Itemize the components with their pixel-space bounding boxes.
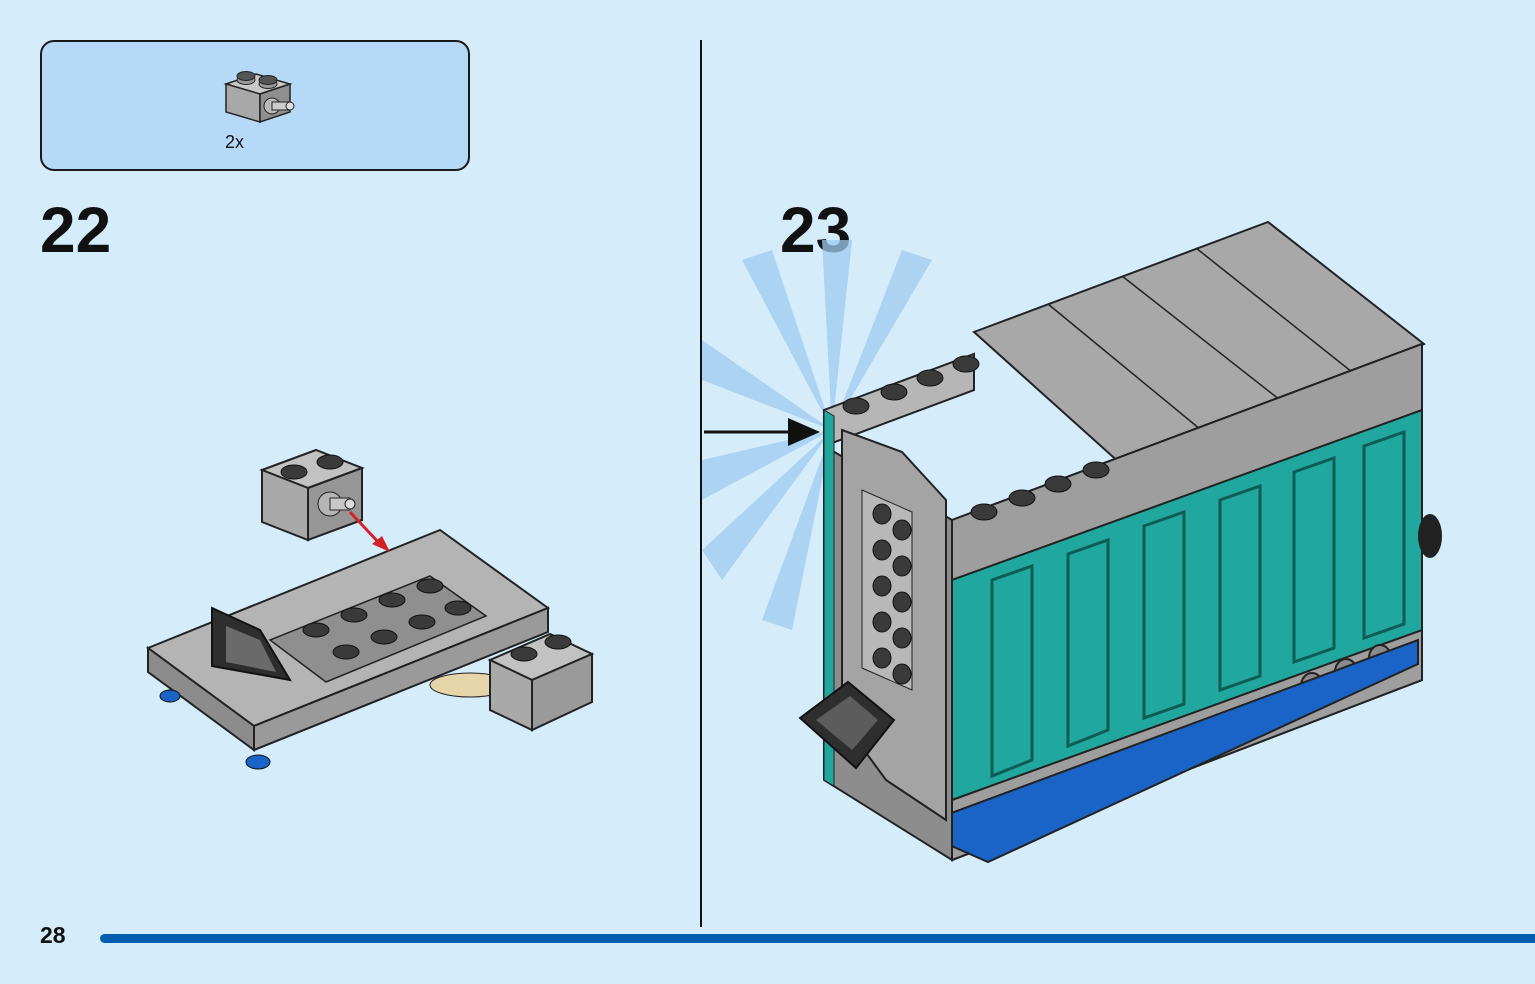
part-quantity: 2x [225, 132, 245, 152]
step-number-22: 22 [40, 194, 112, 266]
parts-callout: 2x [40, 40, 470, 171]
step-22-illustration [145, 448, 595, 770]
progress-bar [100, 934, 1535, 943]
grey-brick-with-pin-icon [223, 71, 295, 124]
step-divider [700, 40, 702, 927]
step-23-illustration [702, 220, 1442, 864]
page-number: 28 [40, 922, 66, 948]
